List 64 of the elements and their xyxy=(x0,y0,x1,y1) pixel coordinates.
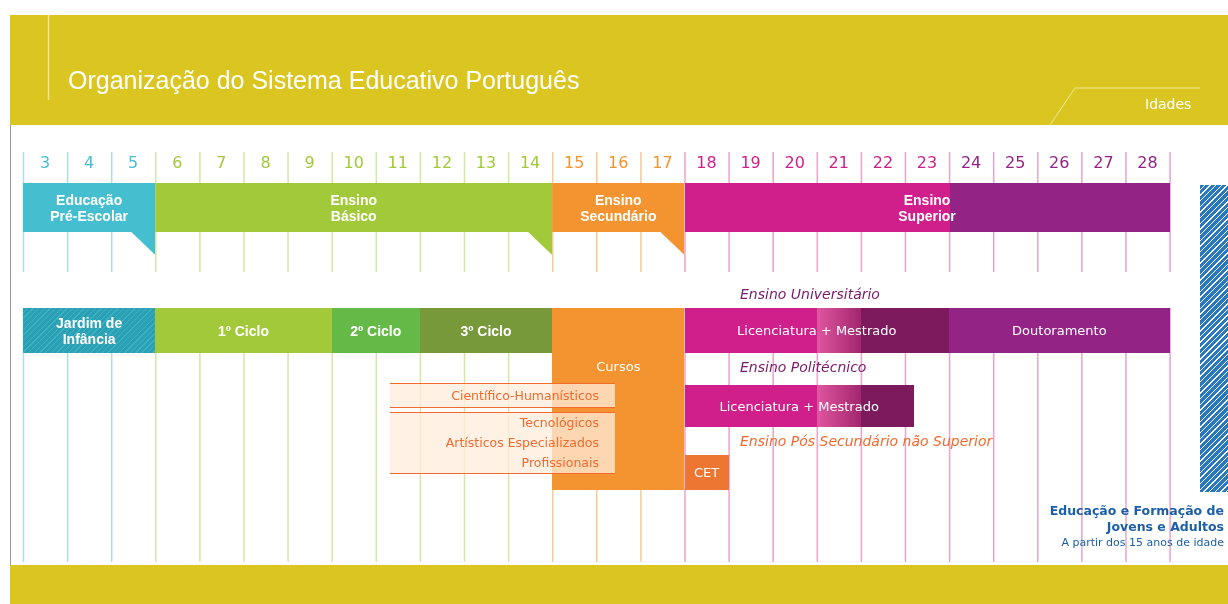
section-heading: Ensino Politécnico xyxy=(740,359,867,375)
age-number: 19 xyxy=(739,153,762,172)
bar-label: Doutoramento xyxy=(1012,323,1107,338)
age-number: 3 xyxy=(38,153,52,172)
age-number: 17 xyxy=(651,153,674,172)
age-number: 24 xyxy=(959,153,983,172)
course-name: Profissionais xyxy=(521,454,599,472)
age-number: 15 xyxy=(563,153,586,172)
stage-band xyxy=(552,183,685,255)
age-number: 10 xyxy=(342,153,365,172)
course-name: Científico-Humanísticos xyxy=(451,386,599,405)
degree-bar xyxy=(684,308,950,353)
course-row xyxy=(390,383,615,408)
note-text: A partir dos 15 anos de idade xyxy=(1060,535,1224,551)
cycle-bar xyxy=(23,308,156,353)
age-number: 12 xyxy=(430,153,454,172)
section-heading: Ensino Pós Secundário não Superior xyxy=(740,433,993,449)
age-number: 28 xyxy=(1136,153,1159,172)
stage-band xyxy=(23,183,156,255)
program-name: Educação e Formação de Jovens e Adultos xyxy=(1048,503,1224,535)
age-number: 18 xyxy=(695,153,718,172)
course-row xyxy=(390,412,615,474)
course-name: Artísticos Especializados xyxy=(445,434,599,452)
age-number: 26 xyxy=(1048,153,1071,172)
stage-name: Ensino Secundário xyxy=(579,192,658,224)
age-number: 22 xyxy=(871,153,895,172)
stage-band xyxy=(684,183,1170,232)
age-number: 25 xyxy=(1004,153,1027,172)
bar-label: Licenciatura + Mestrado xyxy=(737,323,897,338)
section-heading: Ensino Universitário xyxy=(740,286,880,302)
degree-bar xyxy=(949,308,1170,353)
age-number: 5 xyxy=(127,153,140,172)
degree-bar xyxy=(684,385,914,427)
cycle-bar xyxy=(155,308,332,353)
age-number: 23 xyxy=(915,153,939,172)
cycle-bar xyxy=(331,308,420,353)
course-block xyxy=(684,455,729,490)
stage-name: Ensino Superior xyxy=(897,191,957,224)
age-number: 21 xyxy=(827,153,850,172)
age-number: 27 xyxy=(1092,153,1115,172)
stage-band xyxy=(155,183,553,255)
bar-label: 3º Ciclo xyxy=(460,322,512,339)
age-number: 16 xyxy=(607,153,630,172)
bar-label: Jardim de Infância xyxy=(55,314,124,347)
age-number: 14 xyxy=(518,153,542,172)
diagram-title: Organização do Sistema Educativo Português xyxy=(68,66,580,95)
age-number: 6 xyxy=(171,153,184,172)
bar-label: 2º Ciclo xyxy=(350,322,402,339)
age-number: 8 xyxy=(259,153,272,172)
course-name: Tecnológicos xyxy=(519,414,599,432)
bar-label: CET xyxy=(693,465,720,480)
axis-title: Idades xyxy=(1145,96,1192,112)
age-number: 13 xyxy=(474,153,498,172)
age-number: 20 xyxy=(783,153,806,172)
cycle-bar xyxy=(419,308,553,353)
bar-label: Licenciatura + Mestrado xyxy=(719,398,879,414)
stage-name: Ensino Básico xyxy=(329,192,379,224)
bar-label: 1º Ciclo xyxy=(217,322,269,339)
age-number: 4 xyxy=(83,153,96,172)
age-number: 9 xyxy=(303,153,316,172)
age-number: 7 xyxy=(215,153,228,172)
stage-name: Educação Pré-Escolar xyxy=(49,192,130,224)
age-number: 11 xyxy=(386,153,409,172)
bar-label: Cursos xyxy=(596,359,641,374)
